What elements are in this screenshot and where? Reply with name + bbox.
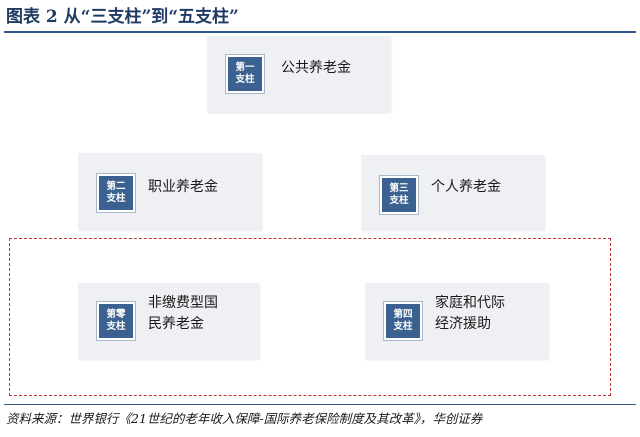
pillar-4-badge-line2: 支柱 — [393, 321, 413, 332]
pillar-3-badge: 第三 支柱 — [380, 176, 418, 214]
pillar-4-label: 家庭和代际 经济援助 — [435, 293, 505, 335]
pillar-4-card: 第四 支柱 家庭和代际 经济援助 — [365, 283, 548, 359]
pillar-0-badge-line2: 支柱 — [106, 321, 126, 332]
pillar-0-badge-line1: 第零 — [106, 309, 126, 320]
pillar-1-badge: 第一 支柱 — [226, 55, 264, 93]
pillar-0-label: 非缴费型国 民养老金 — [148, 293, 218, 335]
source-note: 资料来源：世界银行《21世纪的老年收入保障-国际养老保险制度及其改革》，华创证券 — [6, 411, 483, 426]
pillar-0-label-line2: 民养老金 — [148, 316, 204, 332]
pillar-4-label-line2: 经济援助 — [435, 316, 491, 332]
pillar-0-label-line1: 非缴费型国 — [148, 295, 218, 311]
pillar-3-badge-line2: 支柱 — [389, 195, 409, 206]
pillar-3-badge-line1: 第三 — [389, 183, 409, 194]
figure-title: 图表 2 从“三支柱”到“五支柱” — [6, 7, 239, 27]
source-divider — [4, 404, 636, 405]
pillar-1-badge-line2: 支柱 — [235, 74, 255, 85]
pillar-1-label: 公共养老金 — [281, 60, 351, 76]
dashed-group-border — [9, 238, 611, 396]
pillar-1-card: 第一 支柱 公共养老金 — [207, 36, 390, 112]
pillar-3-label: 个人养老金 — [431, 179, 501, 195]
pillar-2-card: 第二 支柱 职业养老金 — [78, 153, 261, 230]
pillar-2-badge-line2: 支柱 — [106, 193, 126, 204]
pillar-1-badge-line1: 第一 — [235, 62, 255, 73]
pillar-0-card: 第零 支柱 非缴费型国 民养老金 — [78, 283, 259, 359]
pillar-4-badge: 第四 支柱 — [384, 302, 422, 340]
pillar-2-label: 职业养老金 — [148, 179, 218, 195]
pillar-3-card: 第三 支柱 个人养老金 — [361, 155, 544, 230]
pillar-2-badge-line1: 第二 — [106, 181, 126, 192]
pillar-4-label-line1: 家庭和代际 — [435, 295, 505, 311]
title-divider — [4, 31, 636, 33]
pillar-0-badge: 第零 支柱 — [97, 302, 135, 340]
pillar-4-badge-line1: 第四 — [393, 309, 413, 320]
pillar-2-badge: 第二 支柱 — [97, 174, 135, 212]
